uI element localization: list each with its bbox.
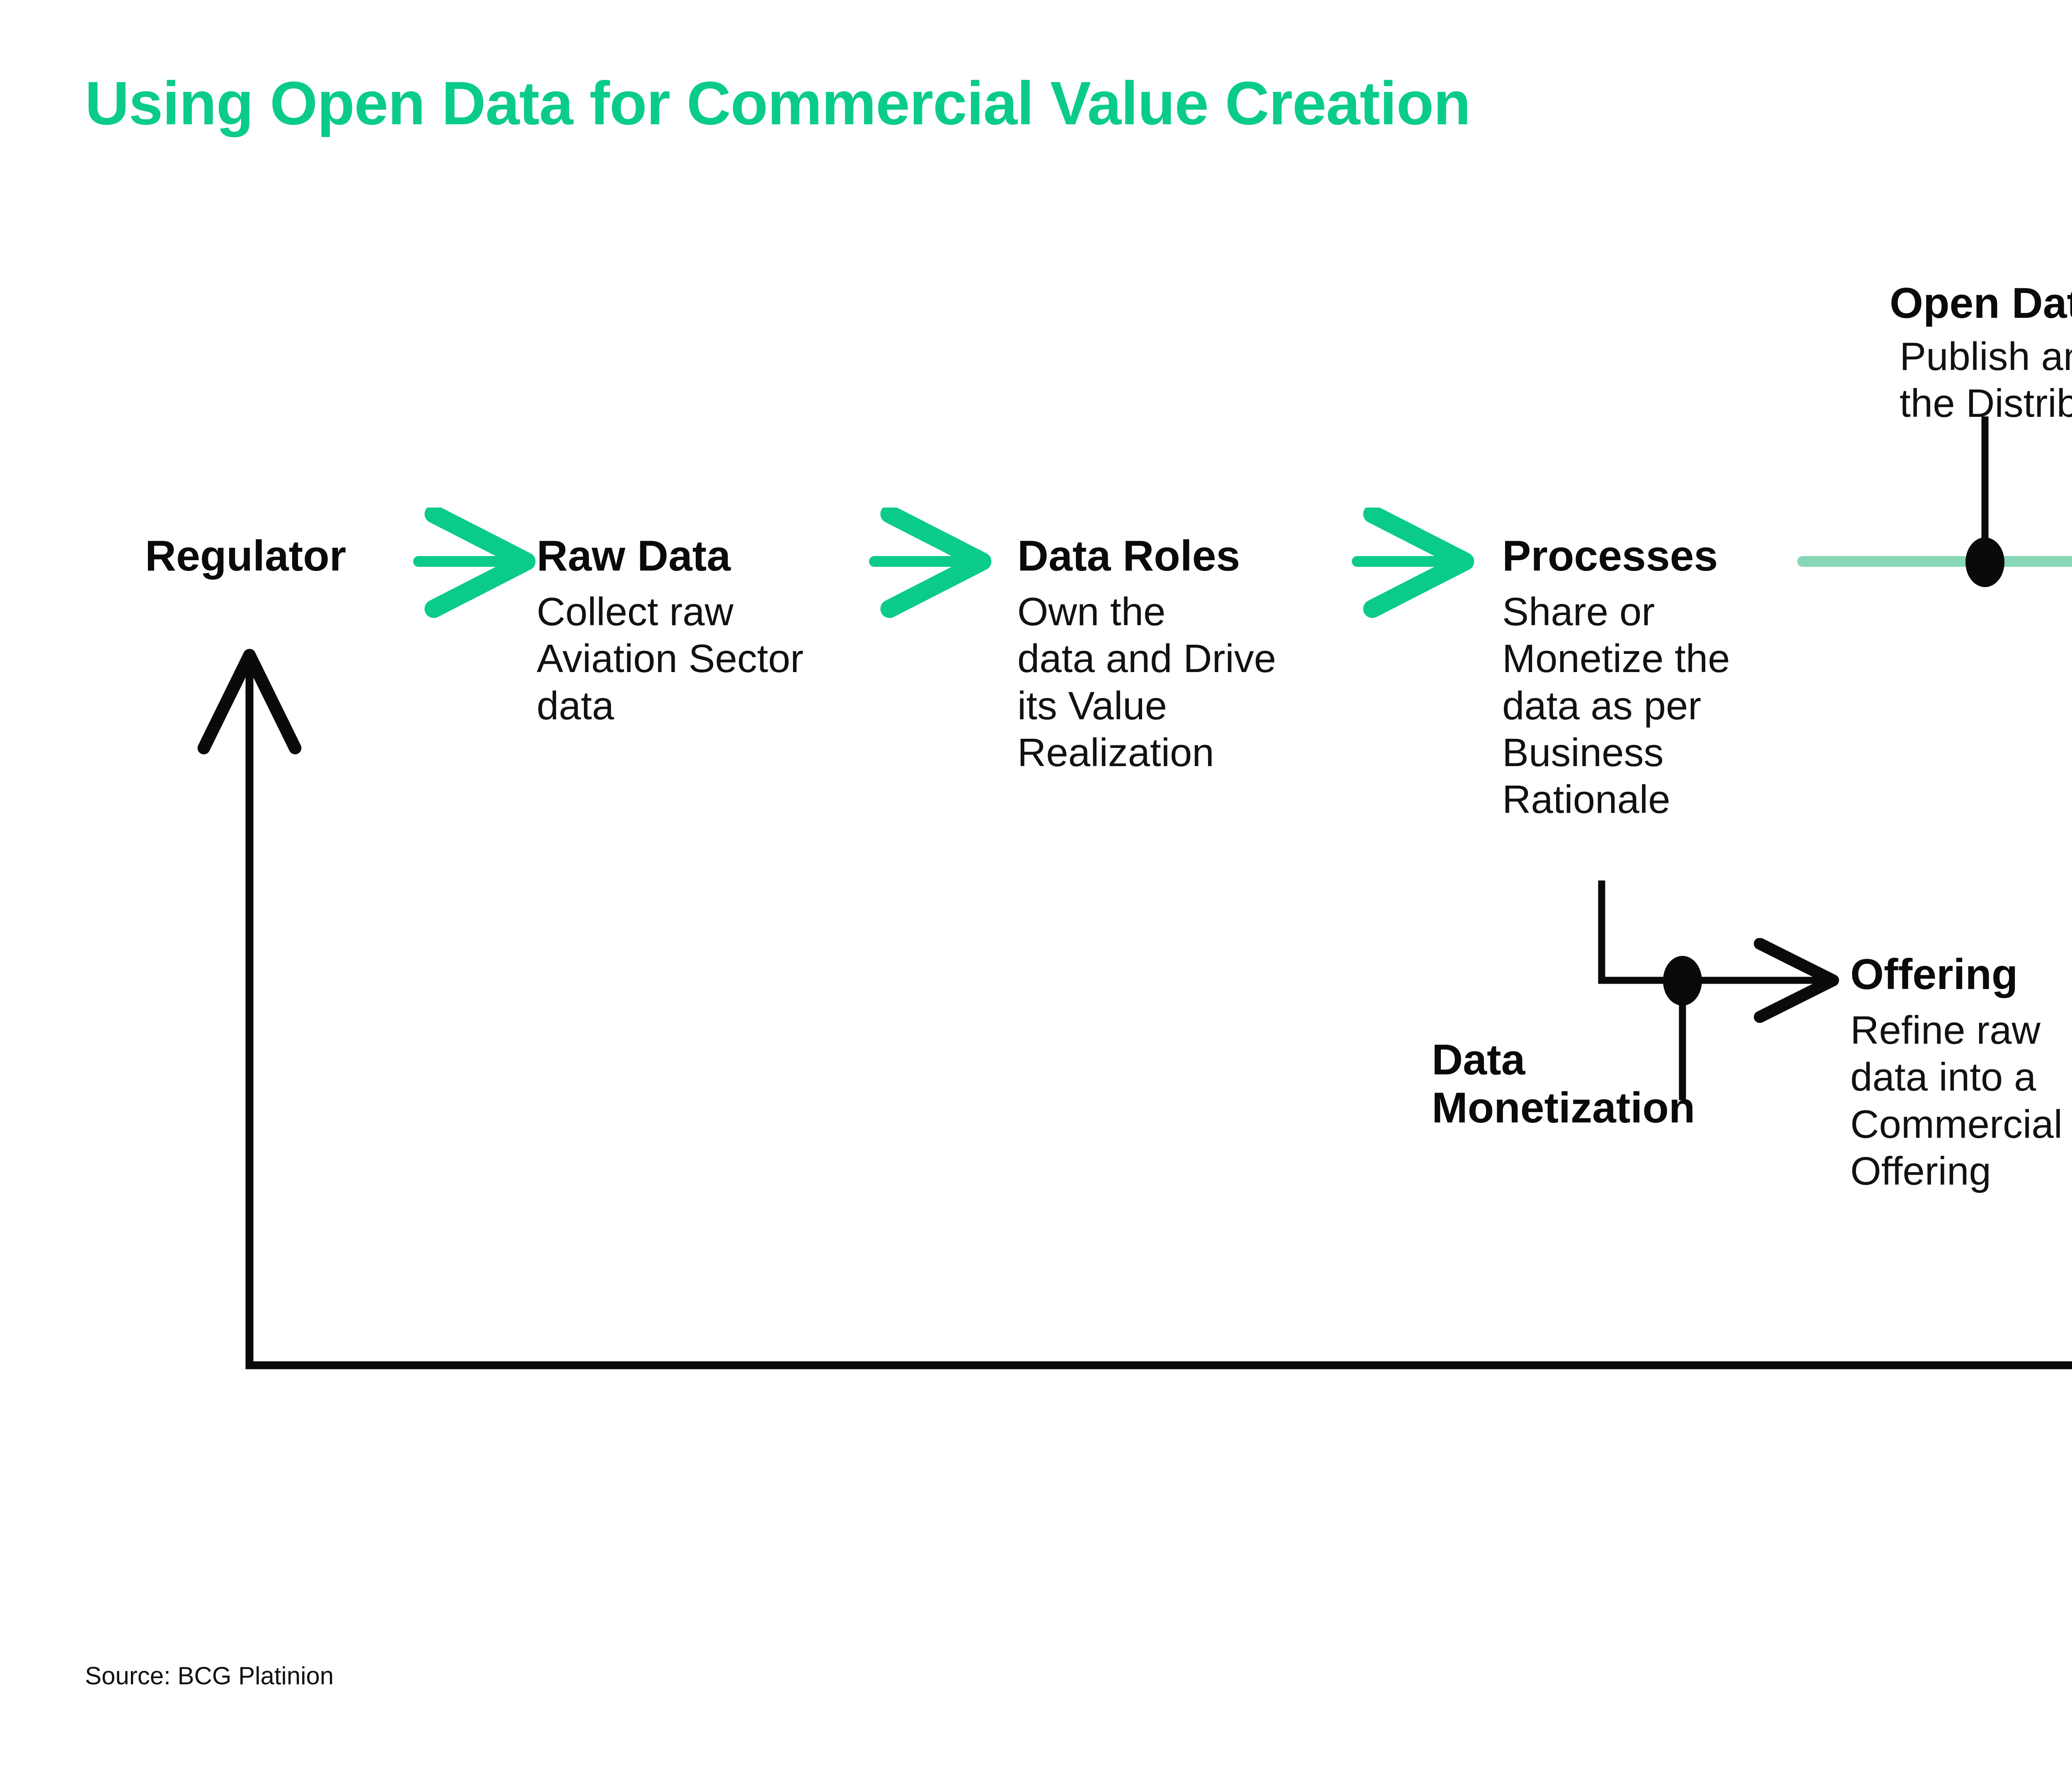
annotation-open-data-sharing: Open Data Sharing Publish and Maintain o…: [1890, 282, 2072, 427]
node-raw-data[interactable]: Raw Data Collect raw Aviation Sector dat…: [537, 535, 804, 729]
node-offering-desc: Refine raw data into a Commercial Offeri…: [1850, 1008, 2063, 1193]
junction-dot-data-monetization: [1663, 956, 1702, 1006]
junction-dot-open-data-sharing: [1965, 537, 2004, 587]
node-offering[interactable]: Offering Refine raw data into a Commerci…: [1850, 953, 2062, 1195]
node-data-roles-desc: Own the data and Drive its Value Realiza…: [1017, 590, 1276, 775]
annotation-open-data-sharing-label: Open Data Sharing: [1890, 279, 2072, 327]
connector-processes-to-offering: [1598, 880, 1832, 980]
annotation-data-monetization-label: Data Monetization: [1432, 1036, 1695, 1132]
page-title: Using Open Data for Commercial Value Cre…: [85, 69, 1471, 138]
node-regulator-label: Regulator: [145, 532, 346, 580]
node-data-roles[interactable]: Data Roles Own the data and Drive its Va…: [1017, 535, 1276, 776]
annotation-open-data-sharing-desc: Publish and Maintain open data Leveragin…: [1900, 334, 2072, 426]
node-offering-label: Offering: [1850, 951, 2018, 999]
node-raw-data-desc: Collect raw Aviation Sector data: [537, 590, 804, 728]
node-raw-data-label: Raw Data: [537, 532, 731, 580]
source-note: Source: BCG Platinion: [85, 1662, 334, 1690]
connector-vehicle-feedback-to-regulator: [197, 649, 2072, 1369]
node-regulator[interactable]: Regulator: [145, 535, 346, 578]
node-processes-desc: Share or Monetize the data as per Busine…: [1502, 590, 1730, 822]
node-processes-label: Processes: [1502, 532, 1718, 580]
node-data-roles-label: Data Roles: [1017, 532, 1240, 580]
node-processes[interactable]: Processes Share or Monetize the data as …: [1502, 535, 1730, 823]
